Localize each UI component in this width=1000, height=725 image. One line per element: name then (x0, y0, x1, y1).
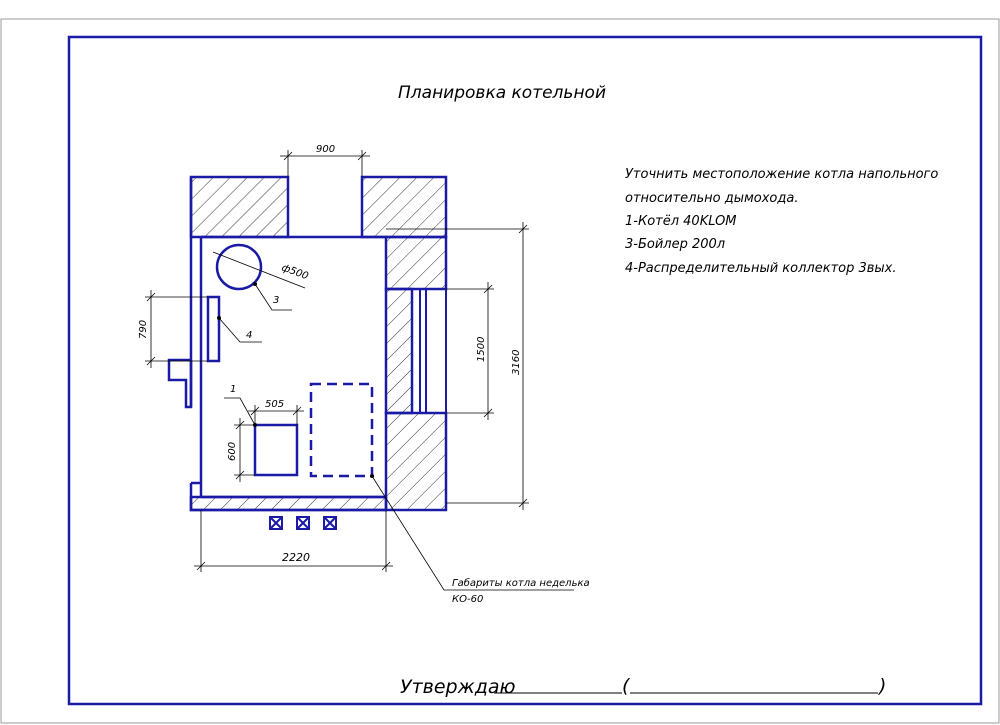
dim-room-width: 2220 (282, 551, 310, 564)
leader-note-line2: КО-60 (452, 594, 483, 605)
callout-collector: 4 (246, 330, 252, 341)
vent-boxes (269, 516, 337, 530)
approval-close-paren: ) (877, 675, 886, 697)
callout-boiler: 1 (230, 384, 236, 395)
left-wall (167, 177, 386, 512)
dim-window-width: 1500 (476, 337, 487, 362)
dimension-lines (145, 150, 529, 572)
approval-open-paren: ( (622, 675, 631, 697)
tank-circle (215, 243, 263, 291)
leader-note-line1: Габариты котла неделька (452, 577, 590, 589)
boiler-ko60-outline (309, 382, 374, 478)
sheet-outer-border (0, 18, 1000, 724)
wall-window-left (384, 287, 414, 415)
note-line: 4-Распределительный коллектор 3вых. (625, 261, 897, 276)
approval-label: Утверждаю (400, 676, 515, 698)
collector (206, 295, 221, 363)
note-line: Уточнить местоположение котла напольного (625, 167, 938, 182)
callout-dots (217, 282, 374, 478)
wall-right-upper (384, 235, 448, 291)
drawing-frame (67, 35, 983, 706)
boiler (253, 423, 299, 477)
note-line: 3-Бойлер 200л (625, 237, 725, 252)
note-line: 1-Котёл 40KLOM (625, 214, 737, 229)
note-line: относительно дымохода. (625, 191, 798, 206)
dim-boiler-width: 505 (265, 399, 284, 410)
wall-right-lower (384, 411, 448, 512)
walls (189, 175, 448, 512)
wall-top-left (189, 175, 290, 239)
callout-leaders (218, 283, 574, 591)
callout-tank: 3 (273, 295, 279, 306)
dim-room-depth: 3160 (511, 350, 522, 375)
dim-chimney-width: 900 (316, 144, 335, 155)
dim-boiler-depth: 600 (227, 442, 238, 461)
window (411, 288, 447, 414)
window-frame (411, 288, 447, 414)
dim-left-offset: 790 (138, 320, 149, 339)
notes-block: Уточнить местоположение котла напольного… (625, 167, 938, 276)
chimney-diameter-label: ф500 (280, 262, 310, 282)
wall-bottom (189, 495, 388, 512)
drawing-title: Планировка котельной (398, 83, 606, 103)
wall-top-right (360, 175, 448, 239)
